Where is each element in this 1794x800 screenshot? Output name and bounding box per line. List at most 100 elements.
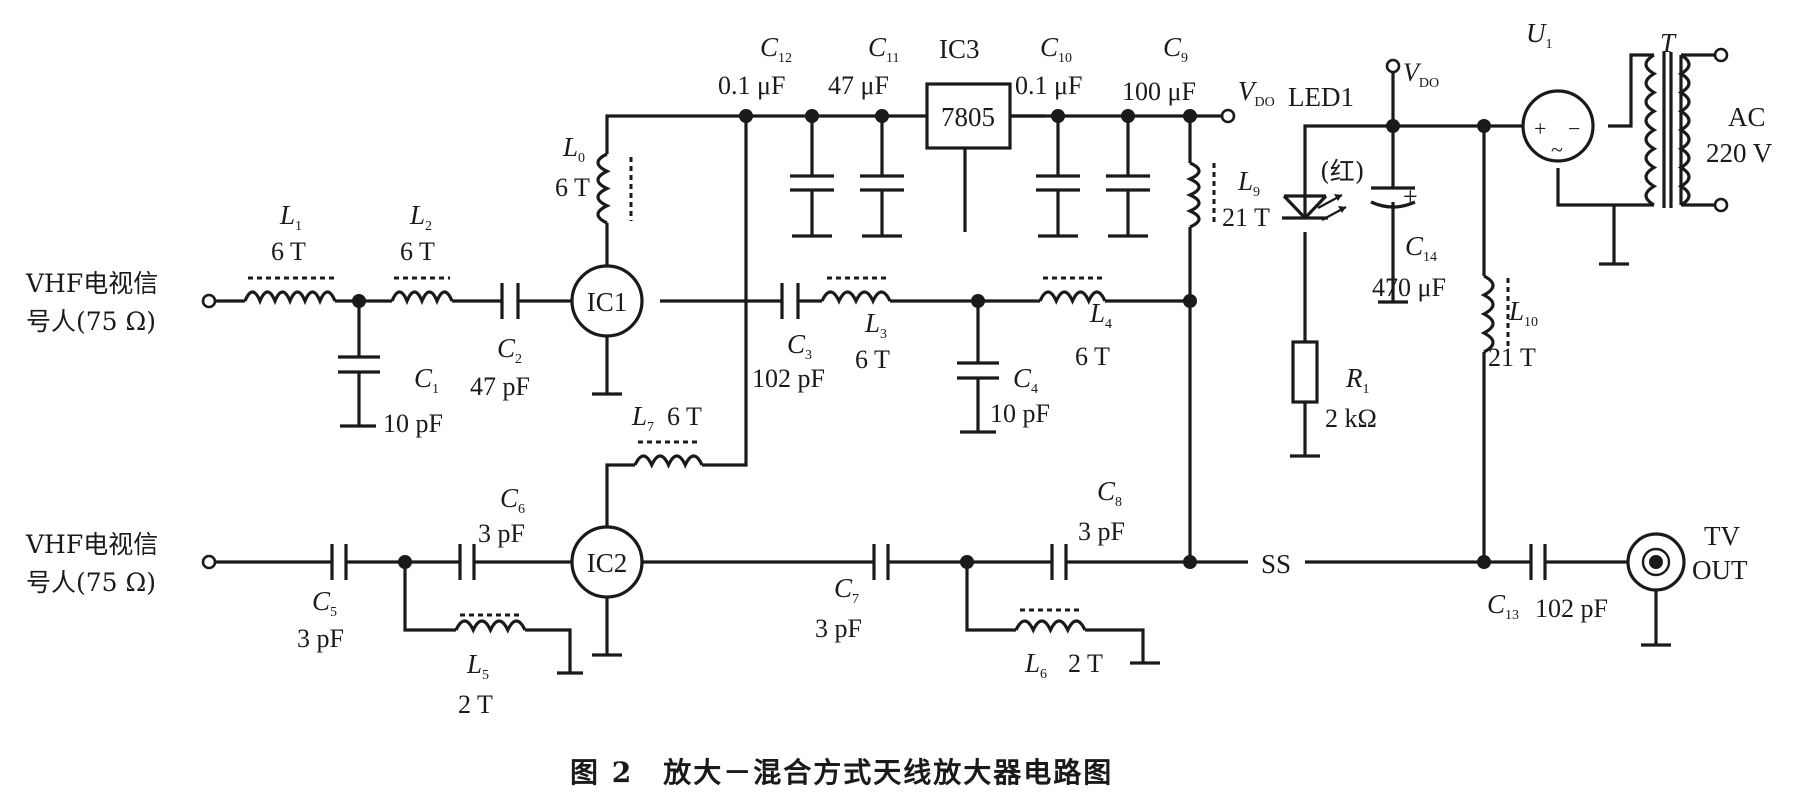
L7-value: 6 T <box>667 402 702 431</box>
C7-value: 3 pF <box>815 614 862 643</box>
C10-label: C10 <box>1040 32 1072 66</box>
AC-line2: 220 V <box>1706 138 1773 168</box>
capacitor-C3 <box>780 283 800 319</box>
LED1-color: (红) <box>1320 157 1365 186</box>
VDO-label-1: VDO <box>1238 76 1275 110</box>
tv-out-line2: OUT <box>1692 555 1748 585</box>
C6-value: 3 pF <box>478 519 525 548</box>
C14-label: C14 <box>1405 231 1437 265</box>
terminals <box>201 47 1729 570</box>
labels: VHF电视信 号人(75 Ω) VHF电视信 号人(75 Ω) L1 6 T L… <box>25 18 1773 789</box>
L4-value: 6 T <box>1075 342 1110 371</box>
L6-value: 2 T <box>1068 649 1103 678</box>
T-label: T <box>1660 28 1677 58</box>
u1-circle <box>1521 89 1595 163</box>
C11-label: C11 <box>868 32 900 66</box>
C7-label: C7 <box>834 573 859 607</box>
IC1-label: IC1 <box>587 287 628 317</box>
R1-value: 2 kΩ <box>1325 404 1377 433</box>
C6-label: C6 <box>500 483 525 517</box>
capacitor-C5 <box>330 544 348 580</box>
L5-label: L5 <box>466 649 489 683</box>
inductor-L9 <box>1186 161 1216 229</box>
LED1-label: LED1 <box>1288 82 1354 112</box>
C1-value: 10 pF <box>383 409 443 438</box>
L3-label: L3 <box>864 308 887 342</box>
C3-label: C3 <box>787 329 812 363</box>
tv-out-line1: TV <box>1704 521 1740 551</box>
L0-value: 6 T <box>555 173 590 202</box>
capacitor-C7 <box>872 544 890 580</box>
capacitor-C6 <box>458 544 476 580</box>
C4-label: C4 <box>1013 363 1038 397</box>
C14-plus: + <box>1403 182 1418 211</box>
U1-minus: − <box>1568 116 1580 141</box>
input2-line1: VHF电视信 <box>25 530 158 559</box>
L9-value: 21 T <box>1222 203 1270 232</box>
C12-value: 0.1 μF <box>718 71 785 100</box>
led1-symbol <box>1282 194 1347 221</box>
C2-value: 47 pF <box>470 372 530 401</box>
C9-label: C9 <box>1163 32 1188 66</box>
C1-label: C1 <box>414 363 439 397</box>
capacitor-C4 <box>957 361 999 380</box>
L2-label: L2 <box>409 200 432 234</box>
input1-line1: VHF电视信 <box>25 269 158 298</box>
inductor-L1 <box>243 276 337 306</box>
resistor-R1 <box>1291 340 1319 404</box>
L7-label: L7 <box>631 401 654 435</box>
C13-label: C13 <box>1487 589 1519 623</box>
L2-value: 6 T <box>400 237 435 266</box>
ic3-7805-box <box>925 82 1012 150</box>
capacitors-regulator <box>790 174 1150 192</box>
C12-label: C12 <box>760 32 792 66</box>
L1-label: L1 <box>279 200 302 234</box>
C8-label: C8 <box>1097 476 1122 510</box>
C9-value: 100 μF <box>1122 77 1196 106</box>
capacitor-C8 <box>1050 544 1068 580</box>
ic2-circle <box>570 525 644 599</box>
L6-label: L6 <box>1024 648 1047 682</box>
U1-ac: ~ <box>1551 137 1563 162</box>
C14-value: 470 μF <box>1372 273 1446 302</box>
tv-out-connector <box>1626 532 1686 592</box>
inductor-L5 <box>454 613 527 634</box>
C5-value: 3 pF <box>297 624 344 653</box>
transformer-T <box>1644 52 1691 208</box>
C2-label: C2 <box>497 333 522 367</box>
inductor-L4 <box>1038 276 1107 305</box>
IC3-label: IC3 <box>939 34 980 64</box>
wires <box>215 53 1700 675</box>
IC3-chip: 7805 <box>941 102 995 132</box>
L9-label: L9 <box>1237 166 1260 200</box>
C3-value: 102 pF <box>752 364 825 393</box>
inductor-L10 <box>1480 274 1510 354</box>
C4-value: 10 pF <box>990 399 1050 428</box>
inductor-L3 <box>820 276 892 305</box>
VDO-label-2: VDO <box>1403 58 1439 91</box>
capacitor-C2 <box>500 283 520 319</box>
inductor-L7 <box>633 440 704 469</box>
U1-label: U1 <box>1526 18 1553 52</box>
IC2-label: IC2 <box>587 548 628 578</box>
L4-label: L4 <box>1089 298 1112 332</box>
inductor-L6 <box>1014 608 1087 634</box>
C13-value: 102 pF <box>1535 594 1608 623</box>
L10-label: L10 <box>1508 296 1538 330</box>
inductor-L0 <box>596 152 633 225</box>
input2-line2: 号人(75 Ω) <box>26 568 156 597</box>
capacitor-C1 <box>338 355 380 374</box>
C10-value: 0.1 μF <box>1015 71 1082 100</box>
capacitor-C14 <box>1370 186 1416 209</box>
L10-value: 21 T <box>1488 343 1536 372</box>
AC-line1: AC <box>1728 102 1766 132</box>
L3-value: 6 T <box>855 345 890 374</box>
C8-value: 3 pF <box>1078 517 1125 546</box>
SS-label: SS <box>1261 549 1291 579</box>
L0-label: L0 <box>562 132 585 166</box>
C5-label: C5 <box>312 586 337 620</box>
L1-value: 6 T <box>271 237 306 266</box>
R1-label: R1 <box>1345 363 1370 397</box>
